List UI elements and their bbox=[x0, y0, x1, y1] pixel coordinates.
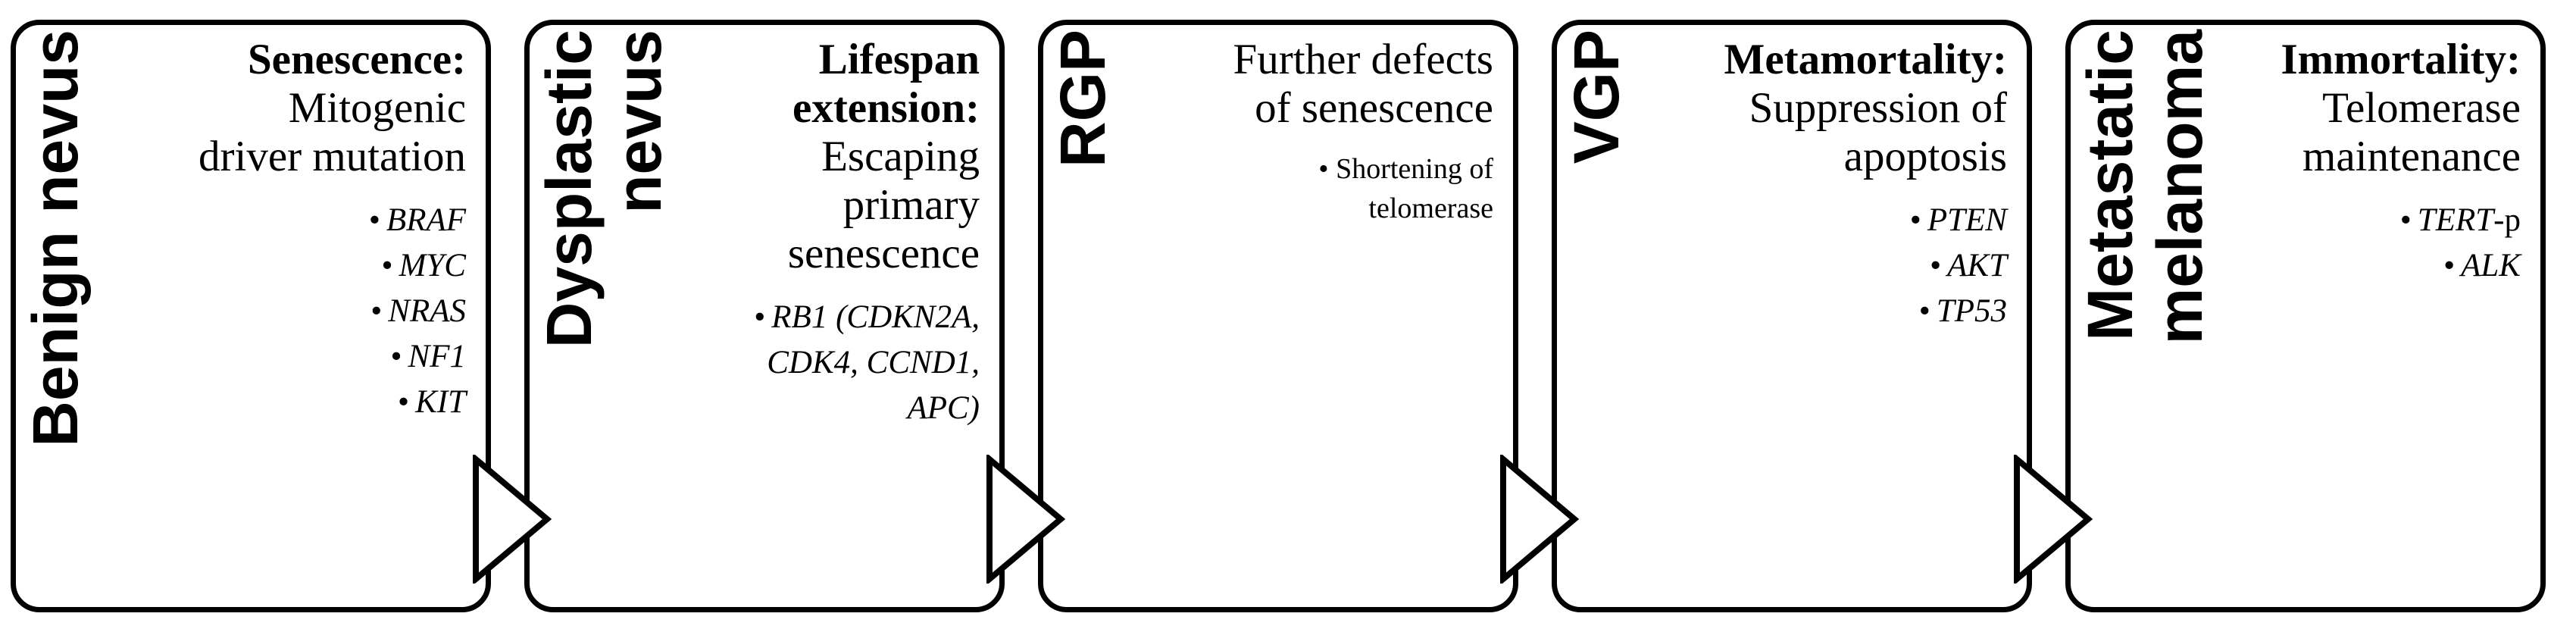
arrow-right-icon bbox=[986, 455, 1066, 584]
stage-heading: Senescence: bbox=[247, 36, 466, 83]
bullet-icon: • bbox=[381, 248, 393, 283]
marker-item: •ALK bbox=[2218, 243, 2521, 289]
stage-subheading: primary bbox=[843, 181, 980, 229]
arrow-triangle bbox=[473, 455, 552, 584]
marker-item: •PTEN bbox=[1704, 198, 2007, 243]
bullet-icon: • bbox=[398, 384, 410, 420]
marker-continuation: CDK4, CCND1, bbox=[767, 345, 980, 380]
marker-item: •TERT-p bbox=[2218, 198, 2521, 243]
stage-title-line: Dysplastic bbox=[533, 30, 605, 349]
stage-subheading: of senescence bbox=[1255, 84, 1493, 132]
stage-title-line: melanoma bbox=[2144, 30, 2215, 345]
marker-item: •MYC bbox=[163, 243, 466, 289]
marker-name: AKT bbox=[1947, 248, 2007, 283]
bullet-icon: • bbox=[1930, 248, 1942, 283]
stage-subheading: senescence bbox=[787, 230, 980, 277]
stage-subheading: Further defects bbox=[1233, 36, 1493, 83]
note-item: • Shortening of bbox=[1190, 149, 1493, 189]
marker-name: RB1 (CDKN2A, bbox=[771, 299, 980, 335]
marker-list: •TERT-p•ALK bbox=[2218, 198, 2521, 289]
note-continuation: telomerase bbox=[1368, 192, 1493, 224]
note-text: Shortening of bbox=[1336, 153, 1493, 185]
stage-subheading: apoptosis bbox=[1843, 133, 2007, 180]
arrow-triangle bbox=[2014, 455, 2093, 584]
stage-title-line: Benign nevus bbox=[20, 30, 91, 447]
stage-title-line: VGP bbox=[1561, 30, 1632, 164]
stage-heading: Lifespan bbox=[818, 36, 980, 83]
arrow-triangle bbox=[1500, 455, 1580, 584]
stage-title-line: nevus bbox=[603, 30, 674, 214]
marker-list: •BRAF•MYC•NRAS•NF1•KIT bbox=[163, 198, 466, 425]
stage-title-rotated: RGP bbox=[1047, 30, 1199, 604]
bullet-icon: • bbox=[2399, 202, 2412, 238]
stage-subheading: Telomerase bbox=[2322, 84, 2521, 132]
stage-subheading: Mitogenic bbox=[288, 84, 466, 132]
marker-item: •KIT bbox=[163, 380, 466, 425]
stage-title-rotated: Benign nevus bbox=[20, 30, 172, 604]
stage-title: Benign nevus bbox=[20, 30, 172, 604]
marker-name: BRAF bbox=[386, 202, 466, 238]
bullet-icon: • bbox=[370, 293, 383, 329]
stage-subheading: maintenance bbox=[2302, 133, 2521, 180]
marker-name: KIT bbox=[415, 384, 466, 420]
marker-name: NF1 bbox=[408, 339, 466, 374]
marker-item: •NF1 bbox=[163, 334, 466, 380]
stage-title: VGP bbox=[1561, 30, 1713, 604]
arrow-right-icon bbox=[473, 455, 552, 584]
bullet-icon: • bbox=[754, 299, 766, 335]
bullet-icon: • bbox=[1918, 293, 1930, 329]
stage-title-rotated: VGP bbox=[1561, 30, 1713, 604]
marker-item: •TP53 bbox=[1704, 289, 2007, 334]
arrow-right-icon bbox=[2014, 455, 2093, 584]
marker-continuation: APC) bbox=[907, 390, 980, 426]
stage-heading: Metamortality: bbox=[1724, 36, 2007, 83]
stage-subheading: Escaping bbox=[821, 133, 980, 180]
marker-name: ALK bbox=[2461, 248, 2521, 283]
arrow-triangle bbox=[986, 455, 1066, 584]
bullet-icon: • bbox=[390, 339, 402, 374]
stage-title-line: RGP bbox=[1047, 30, 1118, 168]
bullet-icon: • bbox=[1909, 202, 1921, 238]
stage-title-line: Metastatic bbox=[2074, 30, 2146, 341]
marker-item: •BRAF bbox=[163, 198, 466, 243]
marker-list: •PTEN•AKT•TP53 bbox=[1704, 198, 2007, 334]
marker-name: NRAS bbox=[388, 293, 466, 329]
stage-heading: Immortality: bbox=[2281, 36, 2521, 83]
marker-suffix: -p bbox=[2493, 202, 2521, 238]
marker-name: TP53 bbox=[1936, 293, 2007, 329]
bullet-icon: • bbox=[1318, 153, 1336, 185]
stage-subheading: Suppression of bbox=[1749, 84, 2007, 132]
stage-subheading: driver mutation bbox=[199, 133, 466, 180]
arrow-right-icon bbox=[1500, 455, 1580, 584]
marker-name: TERT bbox=[2417, 202, 2494, 238]
bullet-icon: • bbox=[2443, 248, 2456, 283]
stage-heading: extension: bbox=[792, 84, 980, 132]
marker-item: •AKT bbox=[1704, 243, 2007, 289]
marker-item: •NRAS bbox=[163, 289, 466, 334]
marker-name: MYC bbox=[399, 248, 466, 283]
marker-item: •RB1 (CDKN2A, bbox=[677, 295, 980, 340]
marker-list: •RB1 (CDKN2A, CDK4, CCND1, APC) bbox=[677, 295, 980, 431]
bullet-icon: • bbox=[368, 202, 380, 238]
marker-name: PTEN bbox=[1927, 202, 2007, 238]
stage-title: RGP bbox=[1047, 30, 1199, 604]
